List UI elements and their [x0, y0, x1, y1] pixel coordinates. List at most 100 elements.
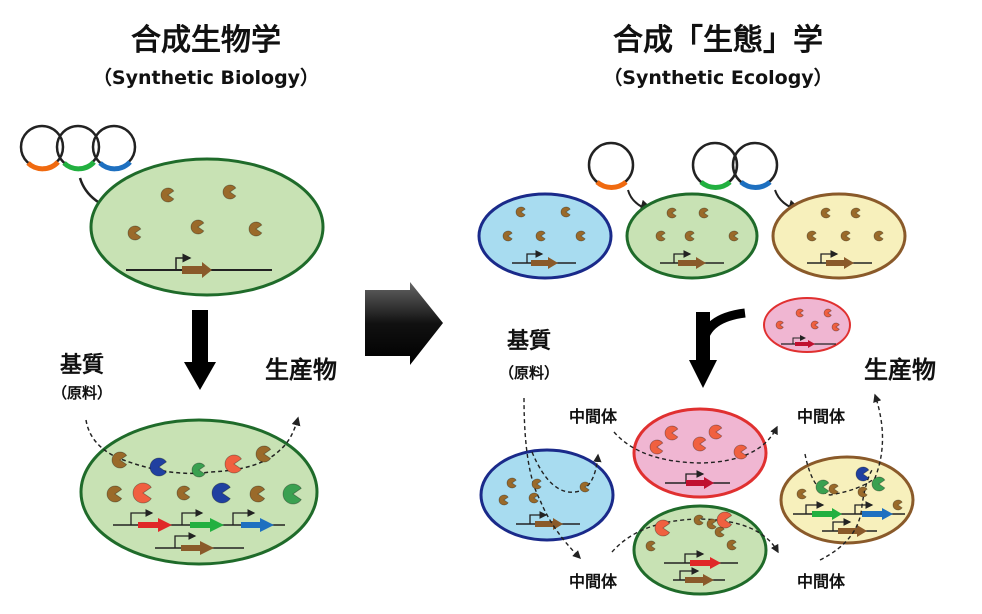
promoter-icon — [854, 501, 874, 514]
intermediate-label: 中間体 — [569, 407, 618, 426]
enzyme-icon — [560, 206, 571, 218]
cell-blue-top — [477, 192, 613, 280]
enzyme-icon — [645, 540, 656, 552]
enzyme-icon — [224, 454, 242, 474]
enzyme-icon — [515, 206, 526, 218]
blue-gene-segment — [739, 180, 772, 190]
promoter-icon — [529, 511, 548, 524]
enzyme-icon — [692, 436, 707, 452]
down-arrow-left — [184, 310, 216, 390]
enzyme-icon — [840, 230, 851, 242]
gene-arrow-brown — [182, 262, 212, 278]
promoter-icon — [174, 532, 197, 548]
enzyme-icon — [282, 483, 302, 505]
enzyme-icon — [726, 539, 737, 551]
enzyme-icon — [160, 187, 175, 203]
enzyme-icon — [506, 477, 517, 489]
green-gene-segment — [699, 180, 732, 190]
enzyme-icon — [190, 219, 205, 235]
right-substrate-sub: （原料） — [499, 364, 559, 382]
enzyme-icon — [255, 445, 272, 463]
gene-arrow-brown — [685, 574, 714, 586]
enzyme-icon — [733, 444, 748, 460]
cell-yellow-top — [771, 192, 907, 280]
enzyme-icon — [708, 424, 723, 440]
gene-arrow-brown — [838, 525, 867, 537]
enzyme-icon — [693, 514, 704, 526]
right-product-label: 生産物 — [864, 356, 936, 384]
promoter-icon — [792, 335, 806, 344]
left-substrate-label: 基質 — [60, 353, 104, 378]
enzyme-icon — [502, 230, 513, 242]
enzyme-icon — [664, 425, 679, 441]
enzyme-icon — [498, 494, 509, 506]
promoter-icon — [679, 567, 700, 580]
gene-arrow-blue — [862, 508, 893, 520]
metabolic-pathway — [85, 416, 301, 475]
enzyme-icon — [654, 519, 671, 537]
enzyme-icon — [666, 207, 677, 219]
gene-arrow-red — [686, 477, 714, 489]
promoter-icon — [181, 509, 204, 525]
left-title: 合成生物学 — [131, 23, 281, 58]
enzyme-icon — [716, 511, 733, 529]
enzyme-icon — [684, 230, 695, 242]
gene-arrow-red — [138, 518, 172, 532]
enzyme-icon — [176, 485, 191, 501]
enzyme-icon — [106, 485, 123, 503]
merge-arrow — [689, 308, 746, 388]
gene-arrow-red — [795, 340, 815, 348]
promoter-icon — [805, 501, 825, 514]
promoter-icon — [673, 250, 692, 263]
enzyme-icon — [831, 322, 840, 332]
enzyme-icon — [850, 207, 861, 219]
promoter-icon — [175, 253, 192, 270]
transition-arrow-icon — [365, 282, 443, 365]
enzyme-icon — [575, 230, 586, 242]
cell-blue-community — [479, 448, 615, 542]
enzyme-icon — [249, 485, 266, 503]
enzyme-icon — [191, 462, 206, 478]
enzyme-icon — [795, 308, 804, 318]
enzyme-icon — [714, 526, 725, 538]
promoter-icon — [130, 509, 154, 525]
promoter-icon — [526, 250, 544, 263]
enzyme-icon — [823, 308, 832, 318]
left-substrate-sub: （原料） — [52, 384, 112, 402]
enzyme-icon — [149, 457, 167, 477]
gene-arrow-red — [690, 557, 721, 569]
enzyme-icon — [815, 479, 830, 495]
enzyme-icon — [871, 476, 886, 492]
orange-gene-segment — [595, 180, 628, 190]
gene-arrow-green — [190, 518, 224, 532]
plasmid-group — [19, 124, 137, 172]
cell-green-top — [625, 192, 759, 280]
enzyme-icon — [857, 486, 868, 498]
gene-arrow-brown — [181, 541, 214, 555]
enzyme-icon — [873, 230, 884, 242]
cell-green-community — [632, 504, 768, 596]
left-subtitle: （Synthetic Biology） — [93, 66, 319, 89]
enzyme-icon — [810, 320, 819, 330]
gene-arrow-brown — [678, 257, 706, 269]
enzyme-icon — [132, 482, 152, 504]
enzyme-icon — [806, 230, 817, 242]
enzyme-icon — [655, 230, 666, 242]
promoter-icon — [232, 509, 256, 525]
enzyme-icon — [820, 207, 831, 219]
enzyme-icon — [855, 466, 870, 482]
enzyme-icon — [531, 478, 542, 490]
intermediate-label: 中間体 — [797, 572, 846, 591]
enzyme-icon — [649, 439, 664, 455]
enzyme-icon — [248, 221, 263, 237]
enzyme-icon — [775, 320, 784, 330]
enzyme-icon — [579, 481, 590, 493]
enzyme-icon — [127, 225, 142, 241]
enzyme-icon — [796, 488, 807, 500]
gene-arrow-brown — [535, 518, 563, 530]
cell-host-top — [89, 157, 325, 297]
right-title: 合成「生態」学 — [613, 23, 823, 58]
gene-arrow-blue — [241, 518, 274, 532]
enzyme-icon — [535, 230, 546, 242]
